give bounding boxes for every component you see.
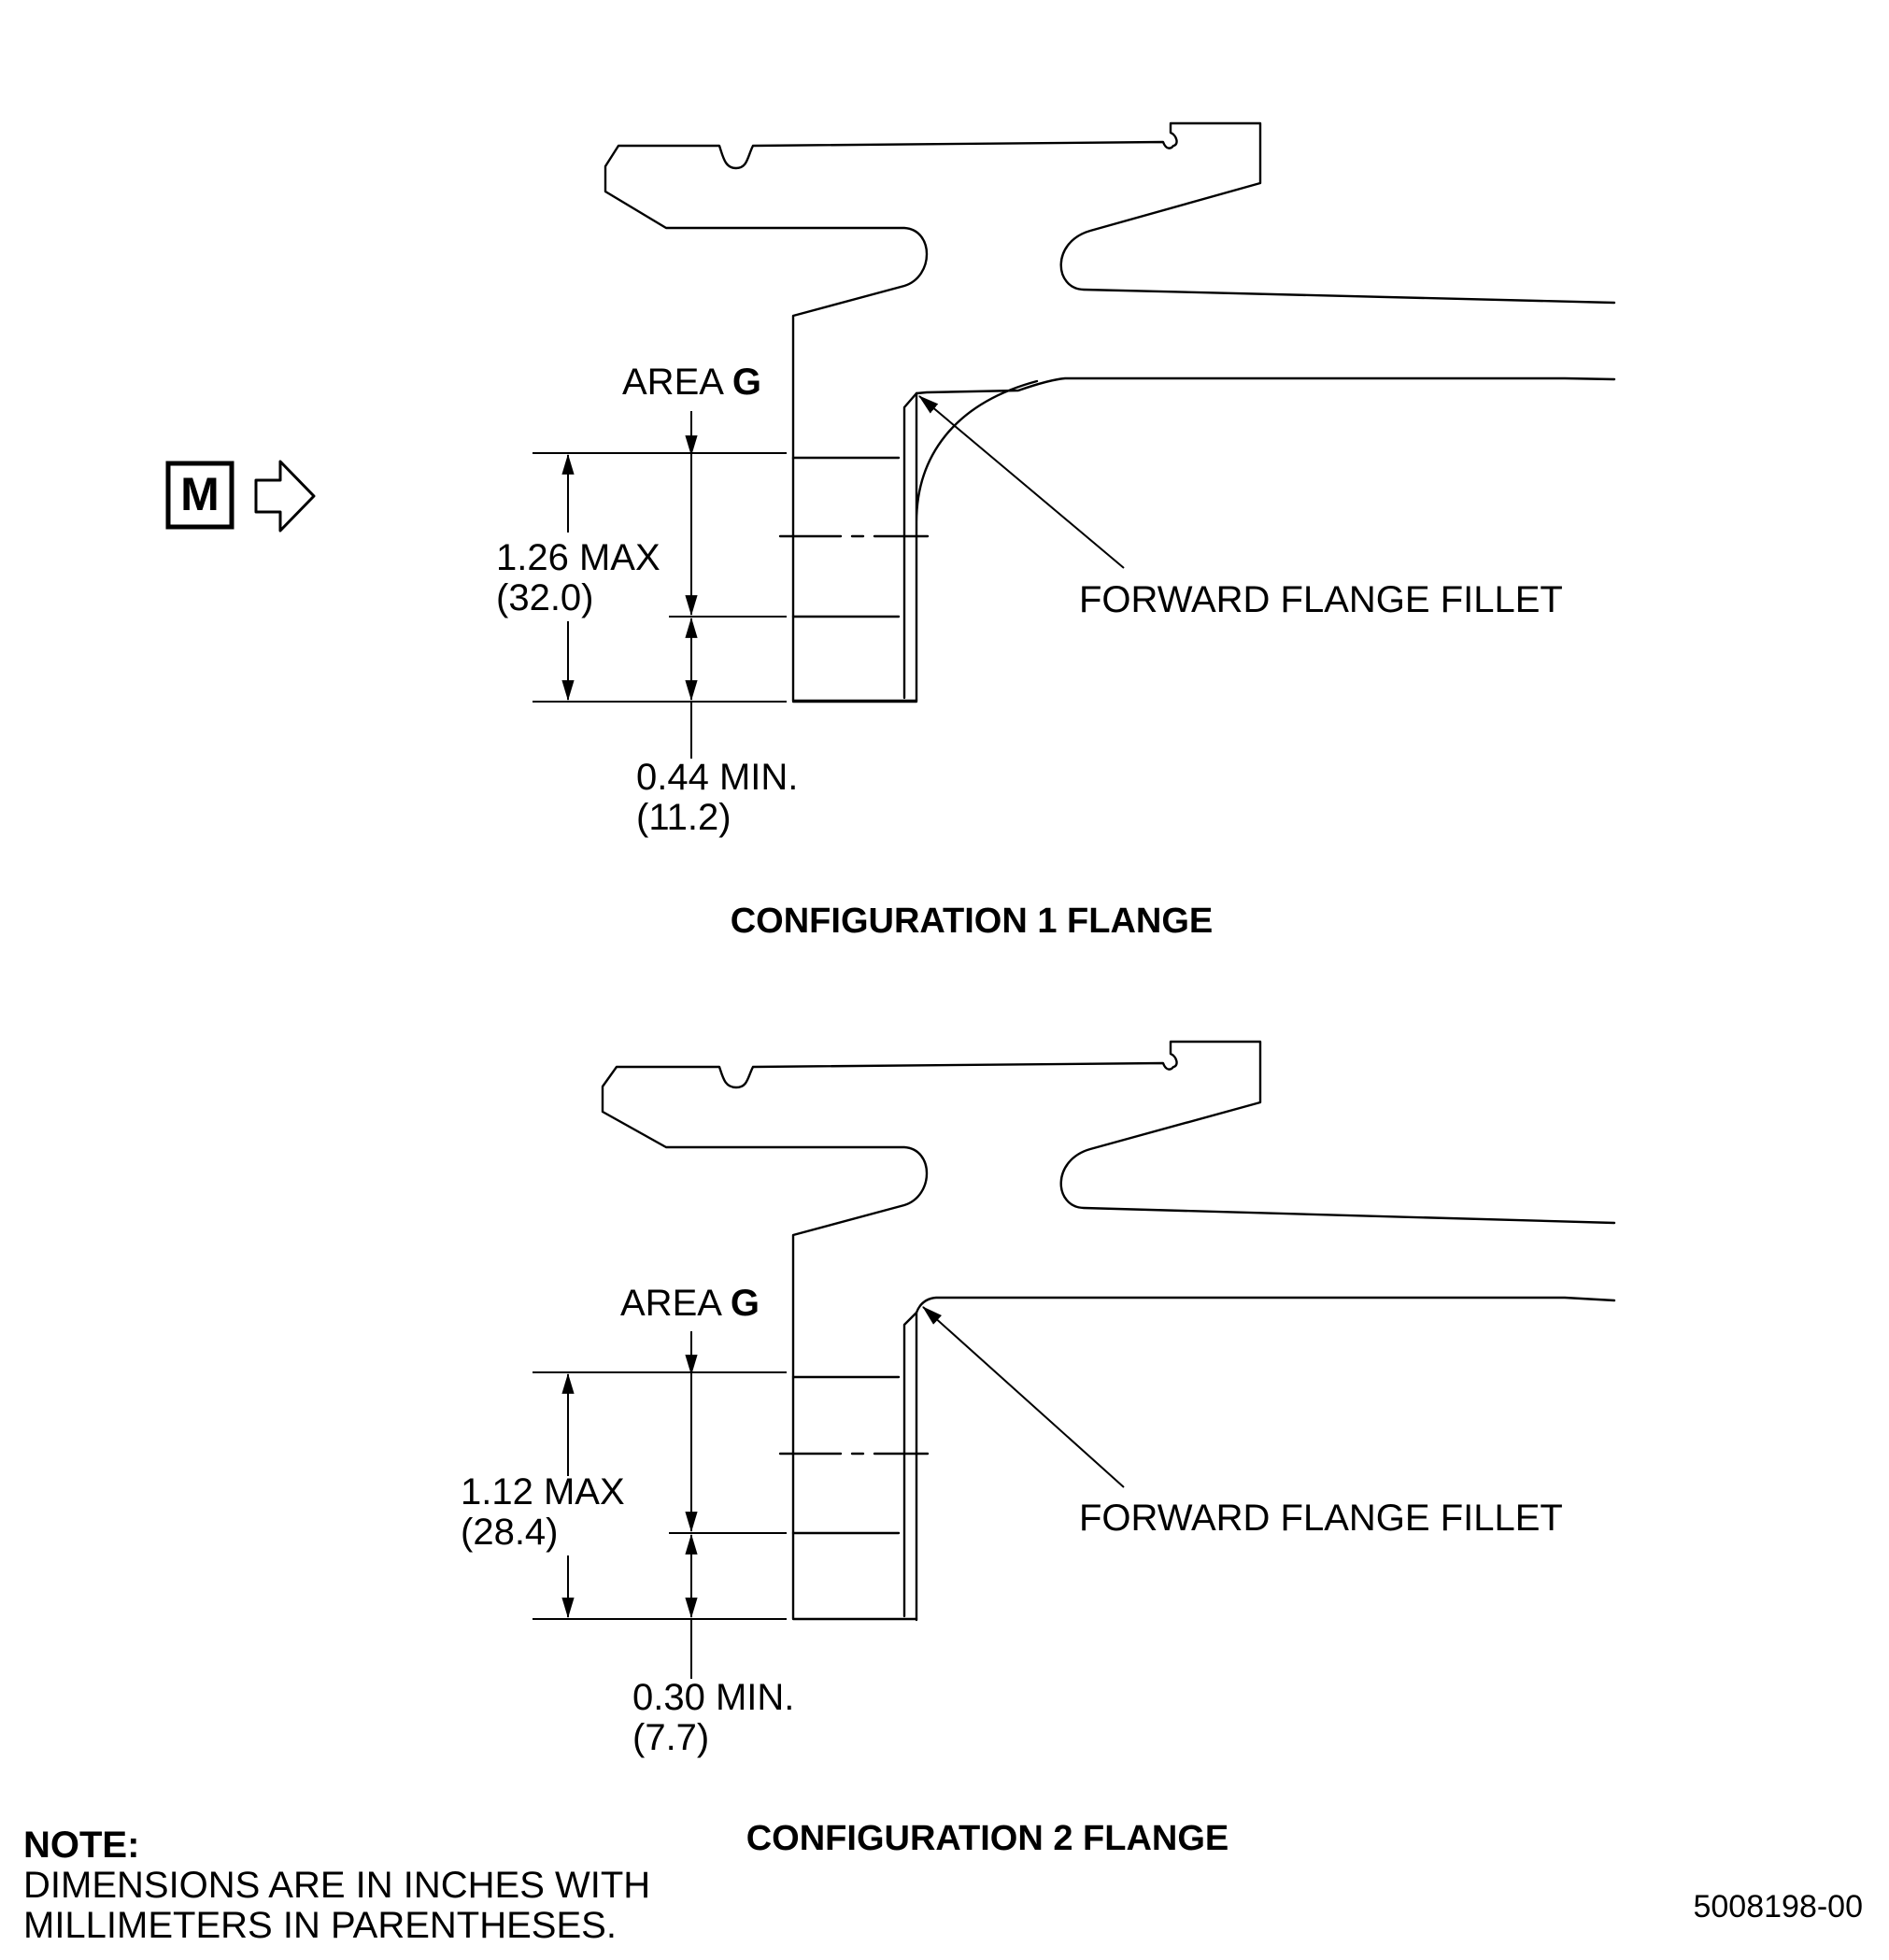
max-dimension-label: 1.26 MAX [496, 537, 660, 578]
configuration-1: AREA G 1.26 MAX (32.0) 0.44 MIN. (11.2) … [496, 121, 1616, 941]
flange-profile-outer [601, 1040, 1616, 1381]
configuration-title: CONFIGURATION 1 FLANGE [731, 902, 1214, 941]
max-dimension-label: 1.12 MAX [461, 1471, 625, 1513]
badge-box [165, 461, 234, 530]
area-label: AREA G [620, 1283, 760, 1324]
min-dimension-label: 0.30 MIN. [632, 1677, 794, 1718]
fillet-leader [918, 395, 1125, 569]
note-heading: NOTE: [23, 1825, 139, 1866]
flange-profile-outer [604, 121, 1616, 461]
section-badge: M [165, 460, 316, 533]
right-outline-arrow-icon [254, 460, 316, 533]
flange-profile-inner [915, 376, 1616, 395]
forward-flange-fillet-curve [915, 379, 1039, 703]
flange-right-edge [902, 391, 918, 700]
flange-profile-inner [915, 1296, 1616, 1314]
note-block: NOTE: DIMENSIONS ARE IN INCHES WITH MILL… [23, 1825, 650, 1946]
fillet-leader [922, 1306, 1125, 1488]
configuration-title: CONFIGURATION 2 FLANGE [746, 1819, 1229, 1858]
area-label: AREA G [622, 362, 761, 403]
max-dimension-mm-label: (32.0) [496, 577, 594, 618]
flange-left-edge [791, 457, 918, 703]
max-dimension-mm-label: (28.4) [461, 1512, 559, 1553]
fillet-label: FORWARD FLANGE FILLET [1079, 579, 1563, 620]
flange-left-edge [791, 1377, 918, 1621]
note-line-2: MILLIMETERS IN PARENTHESES. [23, 1905, 617, 1946]
min-dimension-mm-label: (11.2) [636, 797, 731, 838]
configuration-2: AREA G 1.12 MAX (28.4) 0.30 MIN. (7.7) F… [461, 1040, 1616, 1858]
fillet-label: FORWARD FLANGE FILLET [1079, 1498, 1563, 1539]
min-dimension-label: 0.44 MIN. [636, 757, 798, 798]
drawing-number: 5008198-00 [1693, 1889, 1863, 1924]
area-letter: G [731, 1283, 760, 1324]
flange-right-edge [902, 1311, 918, 1622]
badge-letter: M [180, 468, 220, 520]
note-line-1: DIMENSIONS ARE IN INCHES WITH [23, 1865, 650, 1906]
area-letter: G [732, 362, 761, 403]
min-dimension-mm-label: (7.7) [632, 1717, 709, 1758]
